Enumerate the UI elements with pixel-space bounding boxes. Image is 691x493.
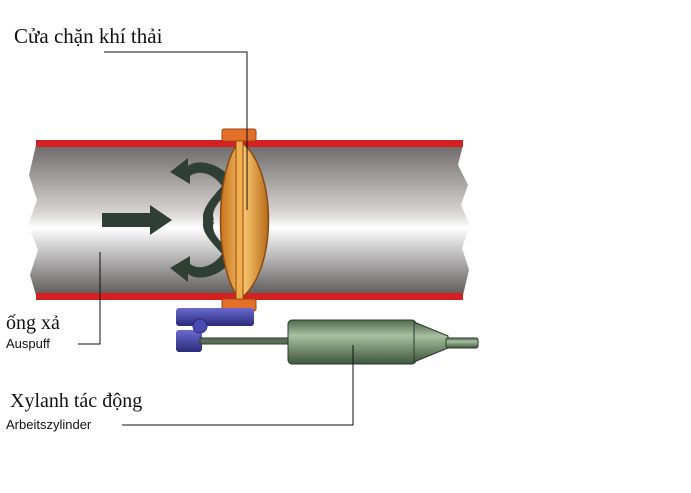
cylinder-label-de: Arbeitszylinder	[6, 417, 92, 432]
piston-rod	[199, 337, 293, 345]
leader-pipe	[78, 252, 101, 345]
deflect-down-arrow-icon	[170, 216, 232, 282]
valve-label: Cửa chặn khí thải	[14, 24, 163, 48]
cylinder-cone	[413, 321, 449, 363]
leader-valve	[104, 51, 248, 210]
mount-pivot	[192, 318, 208, 334]
mount-lower-block	[176, 330, 202, 352]
control-line	[445, 337, 479, 349]
leader-lines	[78, 51, 354, 426]
mount-bracket	[176, 308, 254, 326]
flap-top-cap	[221, 128, 257, 142]
pipe-label: ống xả	[6, 312, 60, 334]
flap-shaft	[235, 140, 244, 300]
cylinder-body	[287, 319, 417, 365]
pipe-wall-top	[36, 140, 463, 147]
actuator-assembly	[176, 308, 479, 365]
pipe-wall-bottom	[36, 293, 463, 300]
inflow-arrow-icon	[102, 205, 172, 235]
leader-cylinder	[122, 345, 354, 426]
cylinder-label: Xylanh tác động	[10, 390, 143, 412]
pipe-label-de: Auspuff	[6, 336, 50, 351]
flow-arrows	[102, 158, 232, 282]
deflect-up-arrow-icon	[170, 158, 232, 226]
exhaust-flap	[219, 128, 270, 312]
